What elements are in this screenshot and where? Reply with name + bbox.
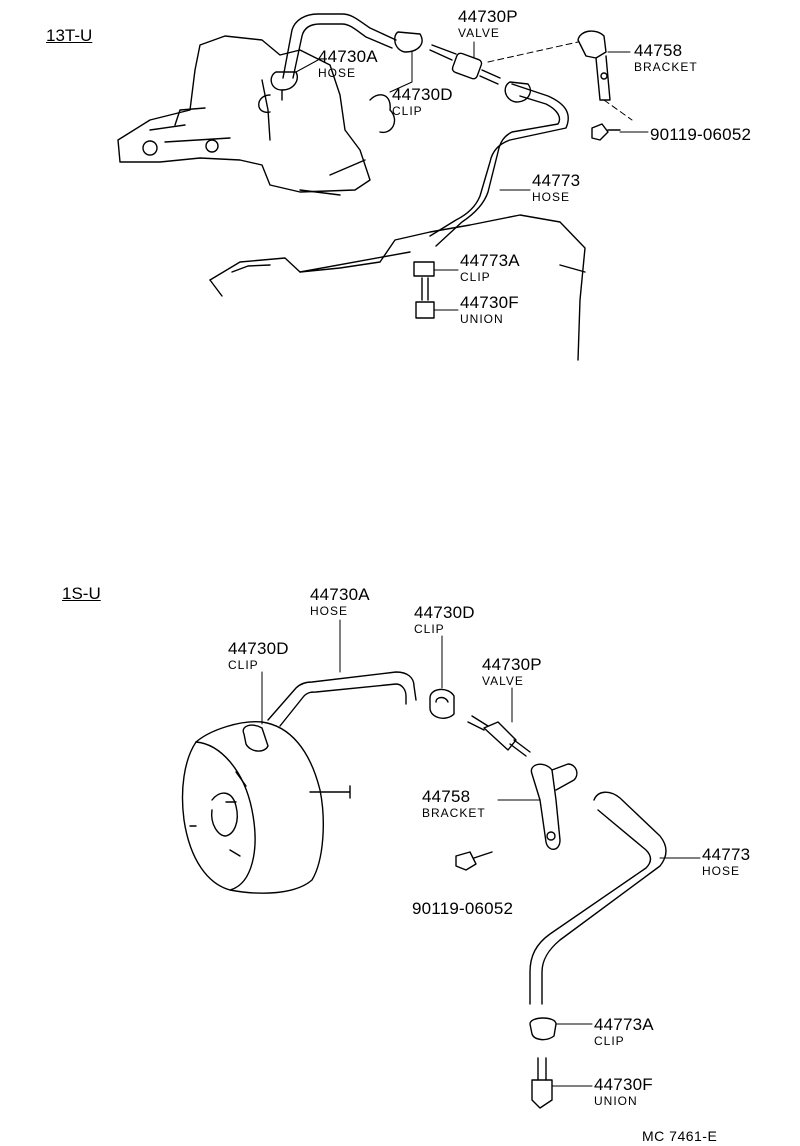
part-name: HOSE xyxy=(310,604,349,618)
callout-44773-lower: 44773 HOSE xyxy=(702,846,750,877)
part-name: HOSE xyxy=(702,864,741,878)
clip-44773A-lower xyxy=(529,1017,557,1041)
part-name: CLIP xyxy=(460,270,491,284)
part-number: 44758 xyxy=(634,41,683,60)
valve-44730P-upper xyxy=(429,44,501,85)
callout-44773a-upper: 44773A CLIP xyxy=(460,252,520,283)
clip-44730D-upper xyxy=(393,31,423,53)
bracket-44758-upper xyxy=(577,30,611,101)
union-44730F-upper xyxy=(415,277,435,319)
clip-44730D-left-lower xyxy=(242,724,269,752)
part-number: 44730P xyxy=(482,655,542,674)
part-number: 44730D xyxy=(414,603,475,622)
part-number: 44758 xyxy=(422,787,471,806)
callout-90119-upper: 90119-06052 xyxy=(650,126,751,143)
clip-44730D-right-upper xyxy=(504,81,532,103)
part-number: 44730P xyxy=(458,7,518,26)
part-number: 44730F xyxy=(594,1075,653,1094)
callout-44730d-upper: 44730D CLIP xyxy=(392,86,453,117)
valve-44730P-lower xyxy=(467,715,531,757)
engine-block-outline-upper xyxy=(117,35,396,196)
hose-44730A-upper xyxy=(282,13,397,79)
clip-44730D-left-upper xyxy=(270,71,298,101)
union-44730F-lower xyxy=(531,1057,553,1109)
callout-44730f-lower: 44730F UNION xyxy=(594,1076,653,1107)
callout-44758-upper: 44758 BRACKET xyxy=(634,42,698,73)
part-number: 44730F xyxy=(460,293,519,312)
part-name: UNION xyxy=(594,1094,638,1108)
clip-44773A-upper xyxy=(413,261,435,277)
callout-44730a-upper: 44730A HOSE xyxy=(318,48,378,79)
callout-90119-lower: 90119-06052 xyxy=(412,900,513,917)
callout-44730f-upper: 44730F UNION xyxy=(460,294,519,325)
part-number: 44730A xyxy=(310,585,370,604)
part-number: 44730D xyxy=(228,639,289,658)
callout-44758-lower: 44758 BRACKET xyxy=(422,788,486,819)
part-name: CLIP xyxy=(594,1034,625,1048)
part-number: 90119-06052 xyxy=(650,125,752,144)
bracket-44758-lower xyxy=(530,763,578,850)
part-name: VALVE xyxy=(458,26,500,40)
part-name: BRACKET xyxy=(422,806,486,820)
clip-44730D-lower xyxy=(429,688,455,719)
part-number: 44773A xyxy=(594,1015,654,1034)
part-number: 44773 xyxy=(532,171,581,190)
hose-44773-lower xyxy=(529,791,667,1005)
callout-44730d-lower: 44730D CLIP xyxy=(414,604,475,635)
callout-44730p-upper: 44730P VALVE xyxy=(458,8,518,39)
part-number: 44730D xyxy=(392,85,453,104)
part-number: 90119-06052 xyxy=(412,899,514,918)
callout-44773-upper: 44773 HOSE xyxy=(532,172,580,203)
part-name: CLIP xyxy=(228,658,259,672)
part-name: CLIP xyxy=(392,104,423,118)
part-name: BRACKET xyxy=(634,60,698,74)
part-name: UNION xyxy=(460,312,504,326)
section-title-13t-u: 13T-U xyxy=(46,26,93,45)
leader-lines-upper xyxy=(295,41,649,311)
callout-44773a-lower: 44773A CLIP xyxy=(594,1016,654,1047)
callout-44730p-lower: 44730P VALVE xyxy=(482,656,542,687)
section-title-1s-u: 1S-U xyxy=(62,584,101,603)
part-name: HOSE xyxy=(532,190,571,204)
intake-manifold-outline-upper xyxy=(209,214,586,361)
hose-44730A-lower xyxy=(267,671,417,727)
callout-44730d-left-lower: 44730D CLIP xyxy=(228,640,289,671)
part-number: 44773 xyxy=(702,845,751,864)
part-name: HOSE xyxy=(318,66,357,80)
part-number: 44773A xyxy=(460,251,520,270)
hose-44773-upper xyxy=(429,83,569,247)
leader-lines-lower xyxy=(261,619,701,1087)
part-name: VALVE xyxy=(482,674,524,688)
bolt-90119-lower xyxy=(455,851,493,871)
part-name: CLIP xyxy=(414,622,445,636)
callout-44730a-lower: 44730A HOSE xyxy=(310,586,370,617)
bolt-90119-upper xyxy=(591,123,621,141)
diagram-code: MC 7461-E xyxy=(642,1128,718,1144)
part-number: 44730A xyxy=(318,47,378,66)
